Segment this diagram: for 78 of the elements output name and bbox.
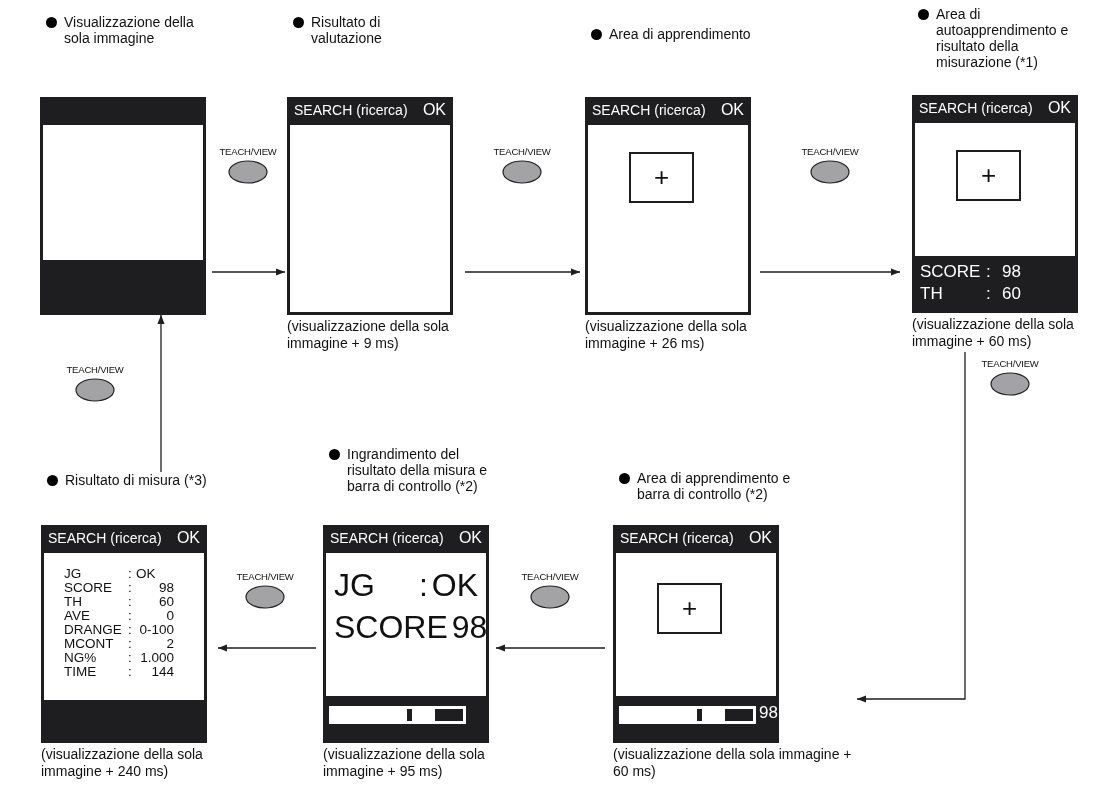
judgement-label: OK — [1047, 99, 1071, 117]
field-value: 98 — [451, 609, 488, 645]
field-name: JG — [334, 567, 376, 603]
field-value: 0-100 — [139, 623, 174, 637]
field-name: SCORE — [334, 609, 448, 645]
colon-separator: : — [128, 651, 132, 665]
button-label: TEACH/VIEW — [66, 364, 124, 375]
mode-label: SEARCH (ricerca) — [48, 530, 162, 546]
timing-caption: (visualizzazione della sola immagine + 60 ms) — [613, 746, 853, 780]
field-value: 98 — [1002, 262, 1021, 282]
screen-title: Ingrandimento del risultato della misura e barra di controllo (*2) — [347, 446, 489, 494]
field-value: 2 — [166, 637, 174, 651]
field-name: AVE — [64, 609, 90, 623]
mode-label: SEARCH (ricerca) — [592, 102, 706, 118]
arrow — [759, 268, 901, 276]
mode-label: SEARCH (ricerca) — [294, 102, 408, 118]
teach-frame: + — [629, 152, 694, 203]
judgement-label: OK — [176, 529, 200, 547]
field-name: JG — [64, 567, 82, 581]
arrow — [464, 268, 581, 276]
colon-separator: : — [418, 567, 428, 603]
colon-separator: : — [128, 581, 132, 595]
field-value: 1.000 — [140, 651, 174, 665]
timing-caption: (visualizzazione della sola immagine + 240 ms) — [41, 746, 204, 780]
field-value: 60 — [158, 595, 174, 609]
field-name: DRANGE — [64, 623, 122, 637]
arrow — [211, 268, 286, 276]
judgement-label: OK — [458, 529, 482, 547]
mode-label: SEARCH (ricerca) — [330, 530, 444, 546]
teach-frame: + — [956, 150, 1021, 201]
colon-separator: : — [128, 637, 132, 651]
arrow — [217, 644, 317, 652]
screen-title: Visualizzazione della sola immagine — [64, 14, 195, 46]
bar-value: 98 — [759, 703, 778, 723]
button-label: TEACH/VIEW — [493, 146, 551, 157]
colon-separator: : — [128, 609, 132, 623]
button-label: TEACH/VIEW — [521, 571, 579, 582]
timing-caption: (visualizzazione della sola immagine + 95 ms) — [323, 746, 486, 780]
button-label: TEACH/VIEW — [981, 358, 1039, 369]
timing-caption: (visualizzazione della sola immagine + 9 ms) — [287, 318, 450, 352]
field-value: OK — [136, 567, 156, 581]
arrow — [856, 351, 966, 703]
colon-separator: : — [128, 567, 132, 581]
teach-frame: + — [657, 583, 722, 634]
screen-title: Area di apprendimento e barra di controllo (*2) — [637, 470, 792, 502]
colon-separator: : — [986, 284, 991, 304]
colon-separator: : — [986, 262, 991, 282]
mode-label: SEARCH (ricerca) — [620, 530, 734, 546]
arrow — [495, 644, 606, 652]
field-name: TIME — [64, 665, 97, 679]
field-name: SCORE — [64, 581, 112, 595]
button-label: TEACH/VIEW — [236, 571, 294, 582]
colon-separator: : — [128, 623, 132, 637]
screen-title: Risultato di misura (*3) — [65, 472, 208, 488]
button-label: TEACH/VIEW — [801, 146, 859, 157]
button-label: TEACH/VIEW — [219, 146, 277, 157]
judgement-label: OK — [422, 101, 446, 119]
judgement-label: OK — [720, 101, 744, 119]
screen-title: Area di apprendimento — [609, 26, 752, 42]
timing-caption: (visualizzazione della sola immagine + 60 ms) — [912, 316, 1075, 350]
field-name: NG% — [64, 651, 97, 665]
colon-separator: : — [128, 665, 132, 679]
mode-label: SEARCH (ricerca) — [919, 100, 1033, 116]
judgement-label: OK — [748, 529, 772, 547]
field-value: 60 — [1002, 284, 1021, 304]
field-value: OK — [431, 567, 478, 603]
field-value: 144 — [151, 665, 174, 679]
field-name: SCORE — [920, 262, 981, 282]
field-name: TH — [64, 595, 82, 609]
field-name: MCONT — [64, 637, 114, 651]
screen-title: Risultato di valutazione — [311, 14, 383, 46]
arrow — [157, 314, 165, 473]
timing-caption: (visualizzazione della sola immagine + 26 ms) — [585, 318, 748, 352]
field-value: 98 — [158, 581, 174, 595]
field-value: 0 — [166, 609, 174, 623]
colon-separator: : — [128, 595, 132, 609]
screen-title: Area di autoapprendimento e risultato della misurazione (*1) — [936, 6, 1070, 70]
field-name: TH — [920, 284, 943, 304]
